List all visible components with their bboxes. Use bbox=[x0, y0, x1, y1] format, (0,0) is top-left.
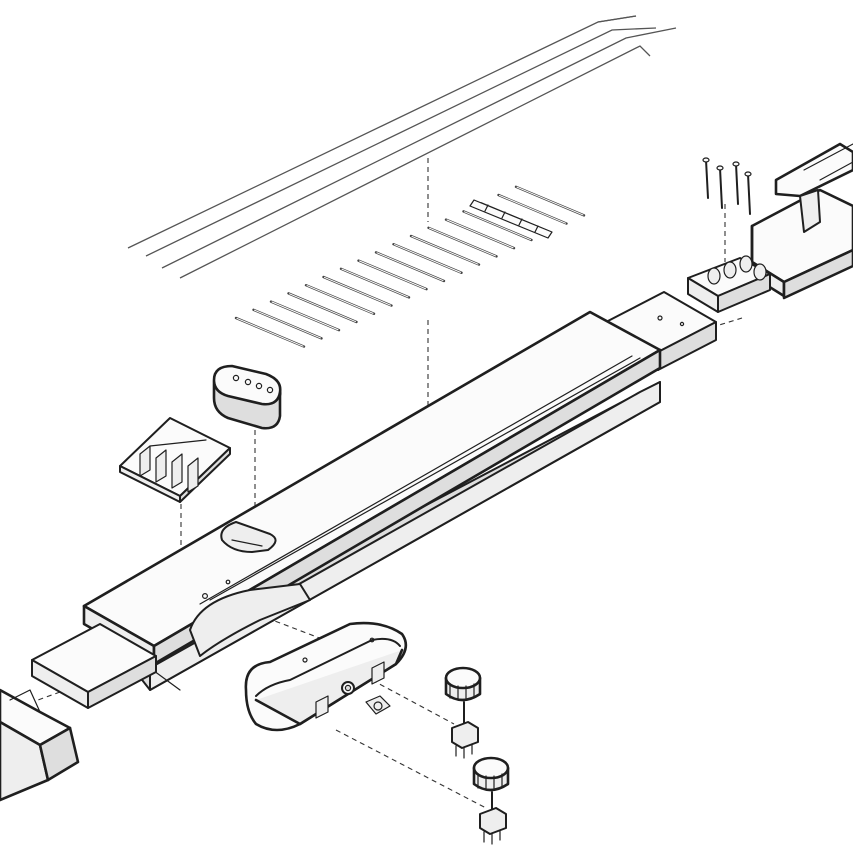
fret-highlight bbox=[306, 285, 374, 314]
tuner-pins bbox=[702, 157, 752, 215]
fret-marker-strip bbox=[469, 199, 553, 239]
string bbox=[161, 27, 677, 269]
fret-highlight bbox=[429, 227, 496, 257]
control-knobs bbox=[444, 666, 510, 792]
pickup bbox=[212, 364, 282, 430]
fret-highlight bbox=[464, 211, 531, 241]
knob bbox=[444, 666, 482, 702]
potentiometers bbox=[451, 701, 507, 845]
body-rail bbox=[82, 310, 662, 691]
fret-highlight bbox=[289, 293, 356, 323]
fret-highlight bbox=[271, 301, 339, 331]
frets bbox=[234, 185, 586, 348]
strings bbox=[127, 15, 677, 279]
fret-highlight bbox=[236, 317, 304, 347]
fret-highlight bbox=[341, 268, 409, 298]
string-bend bbox=[597, 15, 637, 23]
bridge bbox=[119, 417, 231, 503]
tail-extension bbox=[31, 623, 157, 709]
tail-end-block bbox=[0, 688, 80, 802]
tuner-pin bbox=[702, 157, 710, 199]
fret-highlight bbox=[394, 244, 461, 273]
string bbox=[127, 15, 637, 249]
string bbox=[145, 27, 657, 257]
fret-highlight bbox=[324, 276, 391, 306]
fret-highlight bbox=[499, 194, 566, 224]
fret-highlight bbox=[516, 186, 584, 216]
potentiometer bbox=[479, 791, 507, 845]
control-housing bbox=[244, 621, 408, 732]
fret-highlight bbox=[446, 219, 514, 249]
fret-highlight bbox=[411, 235, 479, 265]
fret-highlight bbox=[254, 309, 321, 339]
output-jack bbox=[341, 681, 391, 715]
tuner-block bbox=[687, 255, 771, 313]
tuner-pin bbox=[732, 161, 740, 205]
potentiometer bbox=[451, 701, 479, 759]
fret-highlight bbox=[359, 260, 426, 290]
fret-highlight bbox=[376, 252, 444, 282]
tuner-pin bbox=[744, 171, 752, 215]
string bbox=[179, 45, 651, 279]
tuner-pin bbox=[716, 165, 724, 209]
knob bbox=[472, 756, 510, 792]
